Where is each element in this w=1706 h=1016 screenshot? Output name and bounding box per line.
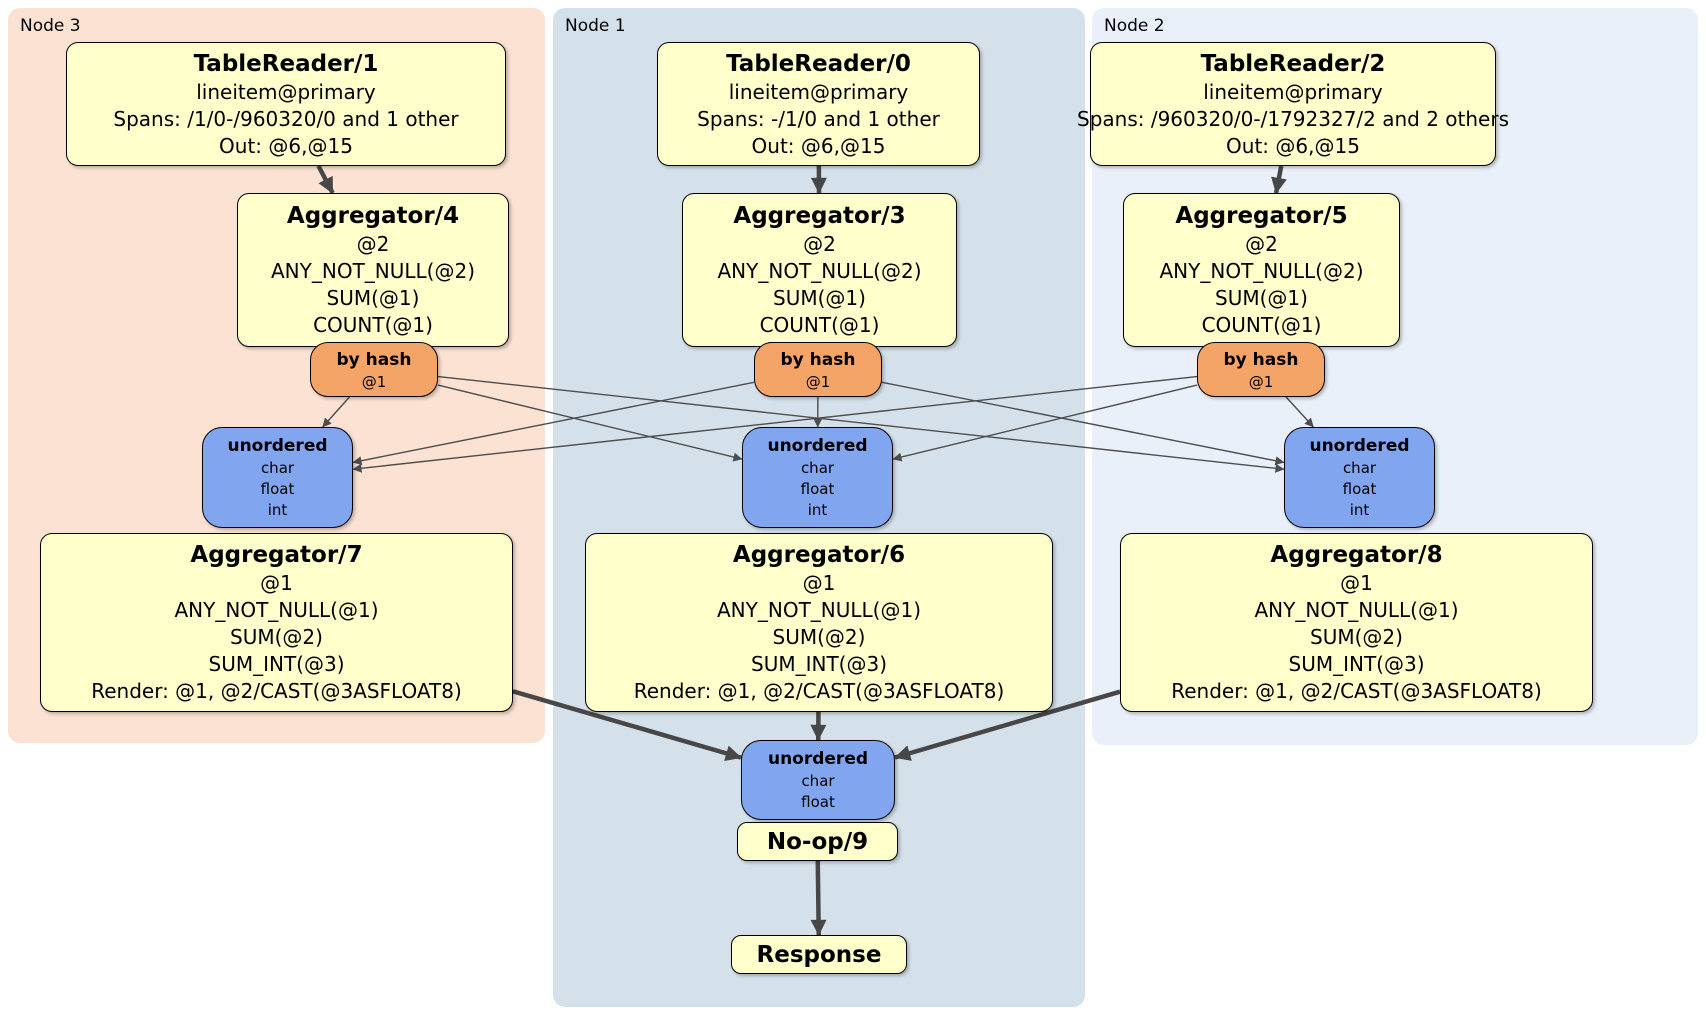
tablereader-1-box: TableReader/1 lineitem@primary Spans: /1… <box>66 42 506 166</box>
unordered-node1-title: unordered <box>767 436 868 456</box>
tablereader-0-title: TableReader/0 <box>726 50 911 77</box>
tablereader-2-spans: Spans: /960320/0-/1792327/2 and 2 others <box>1077 106 1510 131</box>
node3-label: Node 3 <box>20 16 81 36</box>
unordered-node3-col3: int <box>267 501 288 519</box>
response-title: Response <box>756 941 882 968</box>
tablereader-0-out: Out: @6,@15 <box>751 133 886 158</box>
aggregator-4-title: Aggregator/4 <box>286 203 460 229</box>
aggregator-7-box: Aggregator/7 @1 ANY_NOT_NULL(@1) SUM(@2)… <box>40 533 513 712</box>
aggregator-8-box: Aggregator/8 @1 ANY_NOT_NULL(@1) SUM(@2)… <box>1120 533 1593 712</box>
response-box: Response <box>731 935 907 974</box>
unordered-final-col1: char <box>801 772 835 790</box>
aggregator-4-fn3: COUNT(@1) <box>313 313 433 337</box>
unordered-node3-col1: char <box>260 459 295 477</box>
unordered-sync-node1: unordered char float int <box>742 427 893 528</box>
aggregator-7-fn2: SUM(@2) <box>230 625 323 649</box>
tablereader-0-index: lineitem@primary <box>728 79 909 104</box>
byhash-4-title: by hash <box>336 349 412 370</box>
noop-9-box: No-op/9 <box>737 822 898 861</box>
byhash-router-3: by hash @1 <box>754 342 882 397</box>
node1-label: Node 1 <box>565 16 626 36</box>
unordered-node2-title: unordered <box>1309 436 1410 456</box>
byhash-5-title: by hash <box>1223 349 1299 370</box>
unordered-node3-col2: float <box>260 480 295 498</box>
tablereader-1-spans: Spans: /1/0-/960320/0 and 1 other <box>113 106 459 131</box>
aggregator-4-groupby: @2 <box>356 232 390 256</box>
aggregator-6-groupby: @1 <box>802 571 836 595</box>
unordered-node2-col3: int <box>1349 501 1370 519</box>
aggregator-5-fn3: COUNT(@1) <box>1201 313 1322 337</box>
aggregator-6-box: Aggregator/6 @1 ANY_NOT_NULL(@1) SUM(@2)… <box>585 533 1053 712</box>
unordered-node1-col1: char <box>800 459 835 477</box>
aggregator-3-fn1: ANY_NOT_NULL(@2) <box>717 259 922 283</box>
byhash-5-key: @1 <box>1248 372 1274 391</box>
aggregator-6-render: Render: @1, @2/CAST(@3ASFLOAT8) <box>633 679 1005 703</box>
aggregator-5-groupby: @2 <box>1245 232 1278 256</box>
tablereader-0-box: TableReader/0 lineitem@primary Spans: -/… <box>657 42 980 166</box>
aggregator-7-groupby: @1 <box>260 571 293 595</box>
aggregator-7-title: Aggregator/7 <box>190 542 363 568</box>
aggregator-6-fn3: SUM_INT(@3) <box>751 652 887 676</box>
byhash-router-4: by hash @1 <box>310 342 438 397</box>
aggregator-8-fn2: SUM(@2) <box>1310 625 1403 649</box>
byhash-4-key: @1 <box>361 372 387 391</box>
aggregator-3-box: Aggregator/3 @2 ANY_NOT_NULL(@2) SUM(@1)… <box>682 193 957 347</box>
aggregator-7-fn1: ANY_NOT_NULL(@1) <box>174 598 379 622</box>
aggregator-8-groupby: @1 <box>1340 571 1373 595</box>
unordered-final-col2: float <box>801 793 835 811</box>
aggregator-6-fn1: ANY_NOT_NULL(@1) <box>717 598 921 622</box>
aggregator-7-fn3: SUM_INT(@3) <box>208 652 345 676</box>
unordered-node1-col3: int <box>807 501 828 519</box>
aggregator-3-fn3: COUNT(@1) <box>759 313 880 337</box>
unordered-node1-col2: float <box>800 480 835 498</box>
aggregator-3-title: Aggregator/3 <box>733 203 906 229</box>
tablereader-1-title: TableReader/1 <box>193 50 379 77</box>
tablereader-0-spans: Spans: -/1/0 and 1 other <box>697 106 940 131</box>
tablereader-1-out: Out: @6,@15 <box>219 133 353 158</box>
aggregator-5-title: Aggregator/5 <box>1175 203 1348 229</box>
unordered-sync-node2: unordered char float int <box>1284 427 1435 528</box>
unordered-final-title: unordered <box>767 749 869 769</box>
byhash-router-5: by hash @1 <box>1197 342 1325 397</box>
aggregator-4-fn2: SUM(@1) <box>326 286 420 310</box>
aggregator-8-fn3: SUM_INT(@3) <box>1288 652 1425 676</box>
byhash-3-title: by hash <box>780 349 856 370</box>
unordered-sync-node3: unordered char float int <box>202 427 353 528</box>
aggregator-8-title: Aggregator/8 <box>1270 542 1443 568</box>
byhash-3-key: @1 <box>805 372 831 391</box>
aggregator-4-box: Aggregator/4 @2 ANY_NOT_NULL(@2) SUM(@1)… <box>237 193 509 347</box>
unordered-node2-col1: char <box>1342 459 1377 477</box>
aggregator-3-fn2: SUM(@1) <box>773 286 866 310</box>
noop-9-title: No-op/9 <box>766 828 869 855</box>
tablereader-1-index: lineitem@primary <box>196 79 376 104</box>
aggregator-8-render: Render: @1, @2/CAST(@3ASFLOAT8) <box>1171 679 1542 703</box>
tablereader-2-out: Out: @6,@15 <box>1226 133 1360 158</box>
unordered-sync-final: unordered char float <box>741 740 895 820</box>
aggregator-4-fn1: ANY_NOT_NULL(@2) <box>271 259 475 283</box>
aggregator-5-fn1: ANY_NOT_NULL(@2) <box>1159 259 1364 283</box>
aggregator-6-fn2: SUM(@2) <box>772 625 866 649</box>
aggregator-5-box: Aggregator/5 @2 ANY_NOT_NULL(@2) SUM(@1)… <box>1123 193 1400 347</box>
aggregator-8-fn1: ANY_NOT_NULL(@1) <box>1254 598 1459 622</box>
unordered-node3-title: unordered <box>227 436 328 456</box>
aggregator-5-fn2: SUM(@1) <box>1215 286 1308 310</box>
aggregator-6-title: Aggregator/6 <box>732 542 906 568</box>
node2-label: Node 2 <box>1104 16 1165 36</box>
tablereader-2-title: TableReader/2 <box>1200 50 1386 77</box>
aggregator-3-groupby: @2 <box>803 232 836 256</box>
tablereader-2-box: TableReader/2 lineitem@primary Spans: /9… <box>1077 42 1509 166</box>
unordered-node2-col2: float <box>1342 480 1377 498</box>
tablereader-2-index: lineitem@primary <box>1203 79 1383 104</box>
aggregator-7-render: Render: @1, @2/CAST(@3ASFLOAT8) <box>91 679 462 703</box>
